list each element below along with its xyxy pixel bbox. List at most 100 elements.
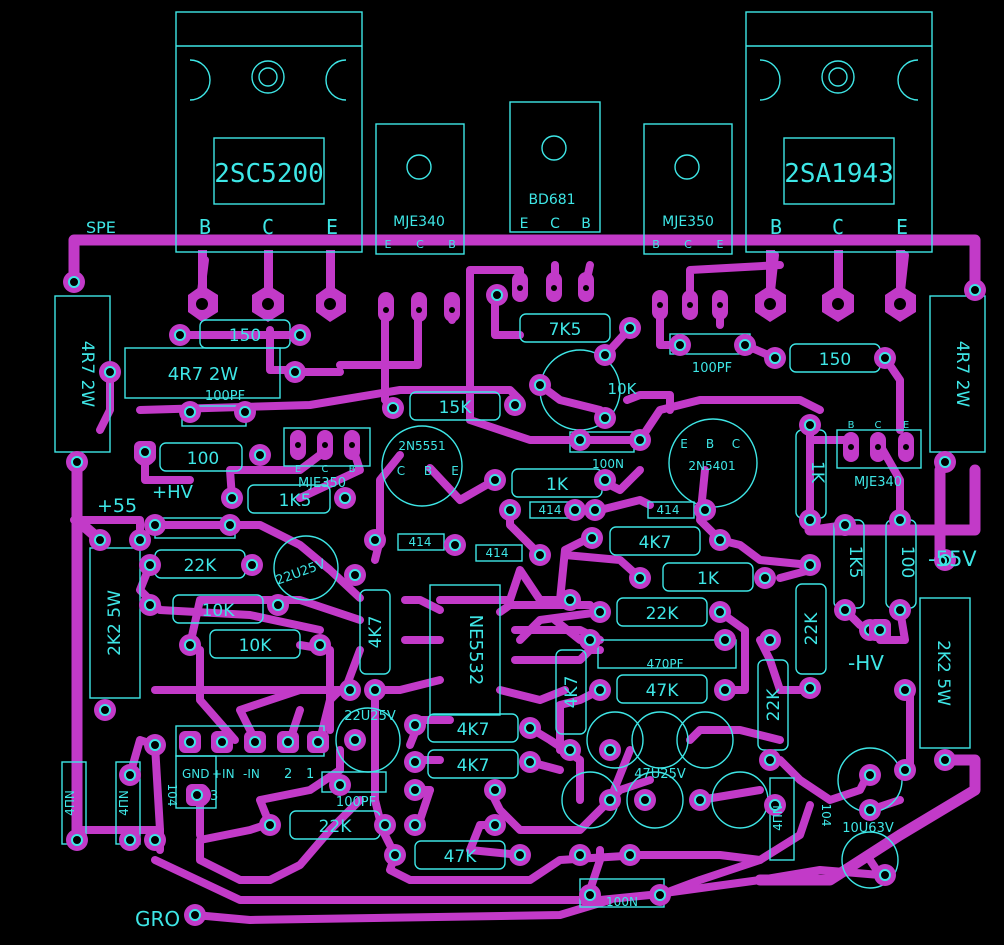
- pad-hole: [694, 794, 706, 806]
- r-4k7-c-label: 4K7: [457, 756, 490, 776]
- pad-hole: [174, 329, 186, 341]
- pad-hole: [769, 352, 781, 364]
- q-2sa1943-pin-b: B: [770, 215, 782, 239]
- r-22k-c-label: 22K: [319, 817, 353, 837]
- d1-label: 414: [409, 535, 432, 549]
- pad-hole: [874, 624, 886, 636]
- pad-hole: [289, 366, 301, 378]
- pad-hole: [599, 474, 611, 486]
- fn-a-label: 4ПN: [117, 790, 131, 816]
- r-1k-b-label: 1K: [697, 569, 720, 589]
- pad-hole: [282, 736, 294, 748]
- pad-hole: [226, 492, 238, 504]
- pad-hole: [894, 604, 906, 616]
- pad-hole: [389, 849, 401, 861]
- pad-hole: [99, 704, 111, 716]
- pad-hole: [491, 289, 503, 301]
- pad-hole: [139, 446, 151, 458]
- pad-hole: [624, 322, 636, 334]
- c-100pf-c-label: 100PF: [336, 795, 376, 810]
- q-2n5401-label: 2N5401: [688, 459, 735, 473]
- r-47k-b-label: 47K: [444, 847, 478, 867]
- q-2sa1943-label: 2SA1943: [784, 159, 894, 189]
- pad-hole: [524, 722, 536, 734]
- pad-hole: [379, 819, 391, 831]
- pad-hole: [149, 739, 161, 751]
- c-100n-b-label: 100N: [606, 895, 638, 909]
- r-150-right-label: 150: [819, 350, 851, 370]
- pad-hole: [759, 572, 771, 584]
- pad-hole: [71, 456, 83, 468]
- pad-hole: [387, 402, 399, 414]
- q-mje340-mid-pin-b: B: [848, 420, 855, 431]
- pad-hole: [899, 684, 911, 696]
- plus55-label: +55: [97, 495, 137, 517]
- r-22k-v1-label: 22K: [802, 612, 822, 646]
- pad-hole: [599, 349, 611, 361]
- q-mje340-top-pin-e: E: [385, 238, 392, 251]
- pad-hole: [369, 534, 381, 546]
- pad-hole: [564, 744, 576, 756]
- pad-hole: [149, 519, 161, 531]
- pad-hole: [599, 412, 611, 424]
- r-1k5-right-label: 1K5: [845, 546, 865, 579]
- pad-hole: [604, 794, 616, 806]
- pad-hole: [624, 849, 636, 861]
- d2-label: 414: [486, 546, 509, 560]
- r-4k7-v1-label: 4K7: [366, 616, 386, 649]
- q-mje340-mid-pin-e: E: [903, 420, 909, 431]
- pad-hole: [574, 849, 586, 861]
- pad-hole: [879, 352, 891, 364]
- conn-gnd-label: GND: [182, 767, 210, 781]
- q-mje340-mid-label: MJE340: [854, 475, 902, 490]
- pad-hole: [246, 559, 258, 571]
- power-pads: [188, 250, 916, 322]
- r-4k7-a-label: 4K7: [639, 533, 672, 553]
- minus-hv-label: -HV: [848, 651, 884, 675]
- pad-hole: [674, 339, 686, 351]
- pad-hole: [184, 406, 196, 418]
- q-mje340-top-pin-b: B: [448, 238, 456, 251]
- pad-hole: [264, 819, 276, 831]
- pad-hole: [524, 756, 536, 768]
- q-mje350-top-label: MJE350: [662, 214, 714, 230]
- pad-hole: [409, 719, 421, 731]
- pad-hole: [879, 869, 891, 881]
- pad-hole: [586, 532, 598, 544]
- r-4r7-right-label: 4R7 2W: [952, 341, 972, 408]
- q-2sc5200-pin-b: B: [199, 215, 211, 239]
- pad-hole: [312, 736, 324, 748]
- pad-hole: [104, 366, 116, 378]
- pad-hole: [344, 684, 356, 696]
- pad-hole: [764, 634, 776, 646]
- pad-hole: [191, 789, 203, 801]
- q-mje350-top-pin-c: C: [684, 238, 692, 251]
- q-2n5401-pin-e: E: [680, 437, 688, 451]
- pad-hole: [764, 754, 776, 766]
- pad-hole: [184, 639, 196, 651]
- pad-hole: [144, 599, 156, 611]
- pad-hole: [189, 909, 201, 921]
- pad-hole: [149, 834, 161, 846]
- pad-hole: [509, 399, 521, 411]
- r-1k-right-label: 1K: [807, 461, 827, 484]
- pad-hole: [314, 639, 326, 651]
- fn-b-label: 4ПN: [771, 805, 785, 831]
- q-mje340-mid-pin-c: C: [875, 420, 882, 431]
- pad-hole: [339, 492, 351, 504]
- pad-hole: [134, 534, 146, 546]
- r-22k-a-label: 22K: [184, 556, 218, 576]
- q-2sc5200-pin-c: C: [262, 215, 274, 239]
- pad-hole: [899, 764, 911, 776]
- pad-hole: [699, 504, 711, 516]
- pad-hole: [349, 734, 361, 746]
- pad-hole: [864, 804, 876, 816]
- q-bd681-pin-c: C: [550, 216, 560, 232]
- through-hole-pads: [63, 271, 986, 926]
- q-bd681-label: BD681: [528, 192, 575, 208]
- pad-hole: [504, 504, 516, 516]
- pad-hole: [839, 519, 851, 531]
- pad-hole: [639, 794, 651, 806]
- pad-hole: [249, 736, 261, 748]
- r-15k-label: 15K: [439, 398, 473, 418]
